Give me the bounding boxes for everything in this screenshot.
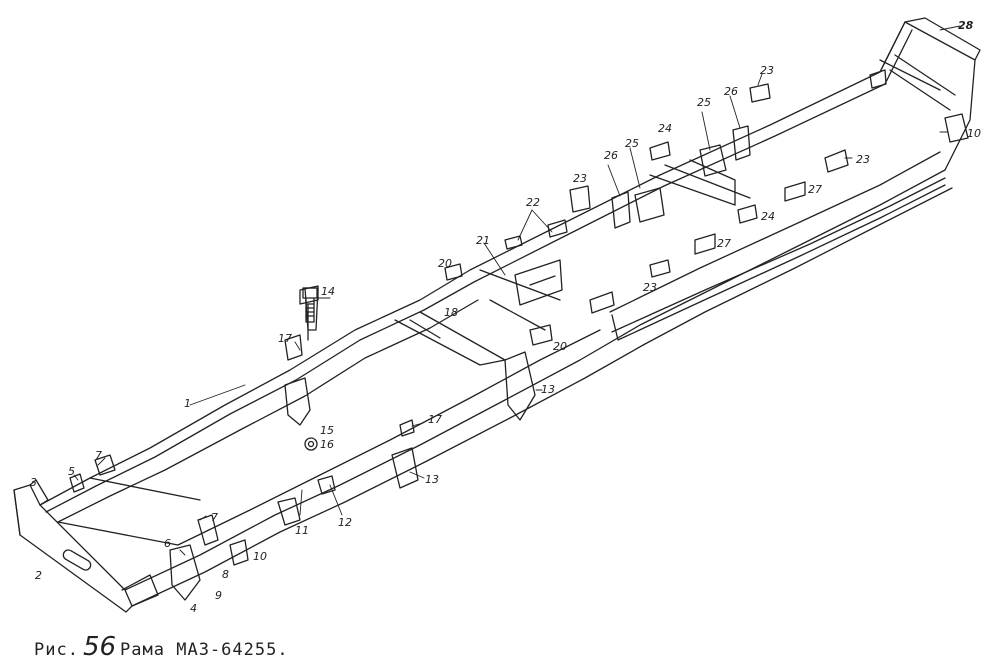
callout-12: 12 (338, 516, 352, 529)
callout-24a: 24 (658, 122, 672, 135)
callout-23d: 23 (856, 153, 870, 166)
callout-25a: 25 (625, 137, 639, 150)
caption-title: Рама МАЗ-64255. (120, 640, 289, 660)
callout-6: 6 (164, 537, 171, 550)
bolt-assembly (302, 287, 318, 323)
callout-7a: 7 (95, 449, 102, 462)
callout-15: 15 (320, 424, 334, 437)
callout-1: 1 (184, 397, 191, 410)
callout-26b: 26 (724, 85, 738, 98)
caption-number: 56 (82, 632, 117, 662)
callout-27b: 27 (808, 183, 822, 196)
callout-24b: 24 (761, 210, 775, 223)
callout-16: 16 (320, 438, 334, 451)
callout-4: 4 (190, 602, 197, 615)
callout-13b: 13 (541, 383, 555, 396)
callout-26a: 26 (604, 149, 618, 162)
right-side-rail (124, 151, 953, 607)
callout-8: 8 (222, 568, 229, 581)
callout-10a: 10 (253, 550, 267, 563)
callout-20a: 20 (438, 257, 452, 270)
callout-27a: 27 (717, 237, 731, 250)
callout-21: 21 (476, 234, 490, 247)
callout-10b: 10 (967, 127, 981, 140)
callout-23c: 23 (760, 64, 774, 77)
callout-22: 22 (526, 196, 540, 209)
front-bumper (13, 479, 159, 613)
left-side-rail (39, 21, 913, 523)
leader-lines (73, 25, 961, 556)
callout-13a: 13 (425, 473, 439, 486)
callout-11: 11 (295, 524, 309, 537)
rear-cross-member (879, 17, 981, 171)
callout-2: 2 (35, 569, 42, 582)
callout-23b: 23 (643, 281, 657, 294)
callout-20b: 20 (553, 340, 567, 353)
callout-17b: 17 (428, 413, 442, 426)
brackets (69, 69, 969, 601)
callout-5: 5 (68, 465, 75, 478)
callout-23a: 23 (573, 172, 587, 185)
callout-9: 9 (215, 589, 222, 602)
caption-prefix: Рис. (34, 640, 79, 660)
callout-3: 3 (30, 476, 37, 489)
callout-7b: 7 (211, 511, 218, 524)
callout-17a: 17 (278, 332, 292, 345)
callout-25b: 25 (697, 96, 711, 109)
callout-14: 14 (321, 285, 335, 298)
cross-members (57, 59, 941, 546)
callout-28: 28 (958, 19, 974, 32)
callout-18: 18 (444, 306, 458, 319)
